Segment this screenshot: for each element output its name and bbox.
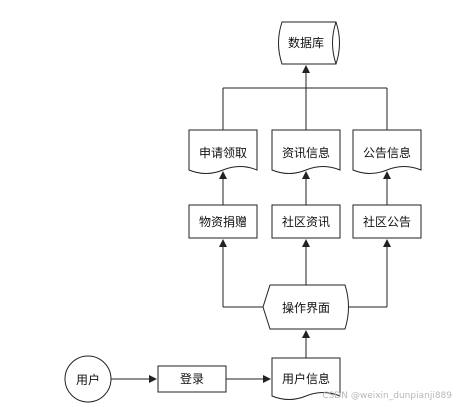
userinfo-node: 用户信息: [271, 357, 341, 400]
user-node: 用户: [64, 355, 112, 403]
database-node: 数据库: [278, 21, 340, 65]
userinfo-label: 用户信息: [282, 371, 330, 386]
module-news-label: 社区资讯: [282, 214, 330, 229]
module-notice-label: 社区公告: [363, 214, 411, 229]
db-connector: [222, 65, 388, 130]
userinfo-to-interface-arrow: [302, 330, 310, 358]
login-node: 登录: [157, 365, 227, 393]
interface-node: 操作界面: [262, 284, 349, 330]
login-label: 登录: [180, 371, 204, 386]
doc-apply: 申请领取: [188, 129, 258, 174]
watermark-text: CSDN @weixin_dunpianji889: [322, 391, 452, 401]
doc-apply-label: 申请领取: [199, 146, 247, 160]
arrow-to-database: [302, 65, 310, 73]
doc-info: 资讯信息: [271, 129, 341, 174]
module-notice: 社区公告: [352, 204, 422, 239]
user-label: 用户: [76, 372, 100, 387]
interface-label: 操作界面: [282, 300, 330, 315]
module-donate: 物资捐赠: [188, 204, 258, 239]
interface-to-module-arrows: [219, 239, 391, 308]
module-donate-label: 物资捐赠: [199, 215, 247, 229]
doc-notice: 公告信息: [352, 129, 422, 174]
module-to-doc-arrows: [219, 171, 391, 205]
database-label: 数据库: [288, 35, 324, 50]
module-news: 社区资讯: [271, 204, 341, 239]
doc-info-label: 资讯信息: [282, 145, 330, 160]
login-to-userinfo-arrow: [226, 375, 271, 383]
user-to-login-arrow: [111, 375, 157, 383]
doc-notice-label: 公告信息: [363, 145, 411, 160]
